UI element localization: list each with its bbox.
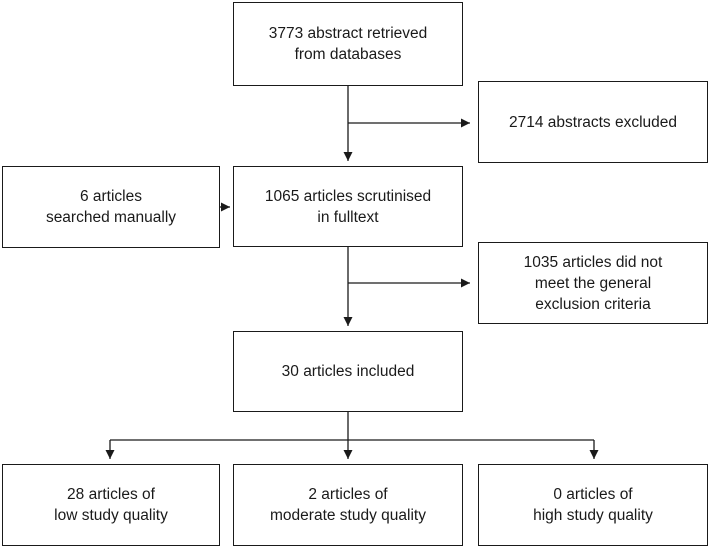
node-excluded-criteria-line-3: exclusion criteria xyxy=(535,295,651,313)
node-manual-line-1: 6 articles xyxy=(79,188,142,205)
node-manual: 6 articles searched manually xyxy=(2,166,220,248)
node-excluded-abstracts: 2714 abstracts excluded xyxy=(478,81,708,163)
node-retrieved-line-2: from databases xyxy=(294,46,402,63)
node-high-quality-line-1: 0 articles of xyxy=(553,486,633,503)
node-included: 30 articles included xyxy=(233,331,463,412)
node-low-quality-line-2: low study quality xyxy=(54,507,168,524)
node-low-quality: 28 articles of low study quality xyxy=(2,464,220,546)
node-excluded-abstracts-line-1: 2714 abstracts excluded xyxy=(508,113,678,131)
node-fulltext: 1065 articles scrutinised in fulltext xyxy=(233,166,463,247)
node-fulltext-line-1: 1065 articles scrutinised xyxy=(264,187,432,205)
node-moderate-quality-line-2: moderate study quality xyxy=(270,507,426,524)
node-retrieved-line-1: 3773 abstract retrieved xyxy=(268,25,428,42)
node-excluded-criteria-line-2: meet the general xyxy=(534,274,652,292)
node-excluded-criteria-line-1: 1035 articles did not xyxy=(523,253,663,271)
node-moderate-quality-line-1: 2 articles of xyxy=(308,486,388,503)
node-high-quality-line-2: high study quality xyxy=(533,507,653,524)
node-fulltext-line-2: in fulltext xyxy=(317,208,379,226)
node-excluded-criteria: 1035 articles did not meet the general e… xyxy=(478,242,708,324)
node-retrieved: 3773 abstract retrieved from databases xyxy=(233,2,463,86)
node-high-quality: 0 articles of high study quality xyxy=(478,464,708,546)
node-low-quality-line-1: 28 articles of xyxy=(67,486,155,503)
node-manual-line-2: searched manually xyxy=(45,209,177,226)
node-included-line-1: 30 articles included xyxy=(281,363,415,380)
node-moderate-quality: 2 articles of moderate study quality xyxy=(233,464,463,546)
